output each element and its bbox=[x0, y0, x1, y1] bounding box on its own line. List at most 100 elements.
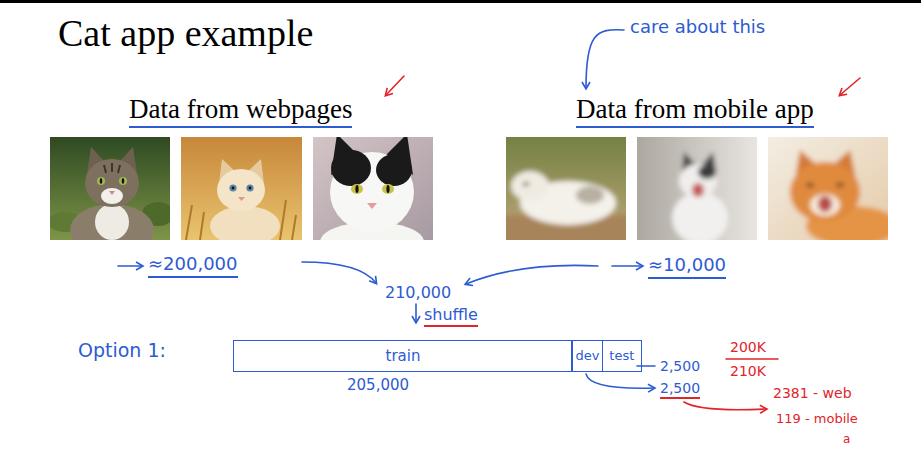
drawing-part bbox=[119, 177, 127, 185]
annotation-strokes bbox=[118, 30, 860, 410]
drawing-part bbox=[672, 192, 728, 240]
drawing-part bbox=[768, 137, 888, 240]
drawing-part bbox=[818, 196, 832, 212]
drawing-part bbox=[118, 265, 142, 267]
data-split-segment: train bbox=[233, 340, 573, 372]
drawing-part bbox=[376, 154, 412, 186]
fraction-part: 210K bbox=[730, 363, 766, 379]
drawing-part bbox=[97, 177, 105, 185]
handwritten-note-slot: a bbox=[843, 429, 850, 447]
drawing-part bbox=[612, 265, 642, 267]
cat-photo bbox=[313, 137, 433, 240]
drawing-part bbox=[637, 365, 655, 367]
drawing-part bbox=[101, 188, 123, 204]
drawing-part bbox=[840, 78, 860, 95]
handwritten-note-slot: shuffle bbox=[424, 306, 478, 327]
drawing-part bbox=[249, 187, 252, 190]
data-count-slot: ≈10,000 bbox=[648, 255, 726, 279]
drawing-part bbox=[382, 184, 394, 194]
handwritten-note: 2381 - web bbox=[773, 385, 852, 401]
drawing-part bbox=[122, 178, 125, 184]
drawing-part bbox=[85, 159, 139, 207]
data-count: 210,000 bbox=[385, 284, 451, 302]
cat-photo bbox=[181, 137, 302, 240]
fraction-part: 200K bbox=[730, 339, 766, 355]
drawing-part bbox=[506, 137, 626, 240]
fraction-part-slot: 200K bbox=[730, 338, 766, 356]
drawing-part bbox=[95, 204, 129, 240]
drawing-part bbox=[302, 262, 376, 283]
column-heading: Data from webpages bbox=[129, 94, 352, 128]
slide-edge bbox=[0, 0, 921, 3]
drawing-part bbox=[355, 185, 358, 193]
drawing-part bbox=[351, 184, 363, 194]
data-split-segment: dev bbox=[571, 340, 603, 372]
cat-photo bbox=[768, 137, 888, 240]
drawing-part bbox=[100, 178, 103, 184]
drawing-part bbox=[217, 169, 265, 211]
slide-title: Cat app example bbox=[58, 12, 313, 56]
data-count: ≈200,000 bbox=[148, 254, 238, 278]
split-size: 205,000 bbox=[347, 377, 409, 394]
handwritten-note: care about this bbox=[630, 17, 765, 38]
drawing-part bbox=[810, 194, 840, 216]
drawing-part bbox=[238, 197, 245, 201]
drawing-part bbox=[367, 203, 377, 209]
drawing-part bbox=[637, 137, 757, 240]
drawing-part bbox=[109, 191, 115, 195]
drawing-part bbox=[698, 165, 716, 179]
drawing-part bbox=[386, 185, 389, 193]
split-size: 2,500 bbox=[660, 358, 700, 374]
data-count: ≈10,000 bbox=[648, 255, 726, 279]
drawing-part bbox=[576, 186, 604, 204]
drawing-part bbox=[466, 265, 598, 284]
option-label-slot: Option 1: bbox=[78, 340, 166, 362]
drawing-part bbox=[637, 137, 757, 240]
drawing-part bbox=[836, 183, 844, 187]
drawing-part bbox=[692, 183, 704, 197]
split-size-slot: 205,000 bbox=[347, 376, 409, 394]
handwritten-note-slot: care about this bbox=[630, 17, 765, 38]
segment-label: dev bbox=[575, 349, 599, 363]
handwritten-note-slot: 119 - mobile bbox=[776, 409, 858, 427]
column-heading-slot: Data from mobile app bbox=[576, 94, 814, 128]
data-count-slot: ≈200,000 bbox=[148, 254, 238, 278]
handwritten-note: a bbox=[843, 433, 850, 447]
column-heading-slot: Data from webpages bbox=[129, 94, 352, 128]
handwritten-note: 119 - mobile bbox=[776, 412, 858, 427]
cat-photo bbox=[506, 137, 626, 240]
drawing-part bbox=[232, 187, 235, 190]
data-split-segment: test bbox=[602, 340, 642, 372]
drawing-part bbox=[586, 374, 654, 388]
split-size-slot: 2,500 bbox=[660, 379, 700, 399]
drawing-part bbox=[586, 30, 624, 88]
drawing-part bbox=[104, 163, 120, 173]
segment-label: test bbox=[609, 349, 634, 363]
drawing-part bbox=[229, 184, 236, 191]
drawing-part bbox=[806, 183, 814, 187]
drawing-part bbox=[790, 162, 860, 222]
drawing-part bbox=[415, 304, 417, 322]
drawing-part bbox=[386, 76, 404, 95]
drawing-part bbox=[313, 137, 433, 240]
column-heading: Data from mobile app bbox=[576, 94, 814, 128]
drawing-part bbox=[511, 171, 549, 201]
cat-photo bbox=[50, 137, 170, 240]
drawing-part bbox=[679, 164, 717, 198]
segment-label: train bbox=[386, 348, 421, 365]
fraction-part-slot: 210K bbox=[730, 362, 766, 380]
drawing-part bbox=[331, 150, 371, 186]
drawing-part bbox=[523, 182, 529, 186]
drawing-part bbox=[506, 137, 626, 240]
handwritten-note: shuffle bbox=[424, 306, 478, 327]
data-count-slot: 210,000 bbox=[385, 284, 451, 302]
drawing-part bbox=[726, 358, 778, 360]
split-size: 2,500 bbox=[660, 380, 700, 399]
handwritten-note-slot: 2381 - web bbox=[773, 384, 852, 402]
drawing-part bbox=[246, 184, 253, 191]
option-label: Option 1: bbox=[78, 340, 166, 362]
drawing-part bbox=[684, 402, 766, 410]
cat-photo bbox=[637, 137, 757, 240]
